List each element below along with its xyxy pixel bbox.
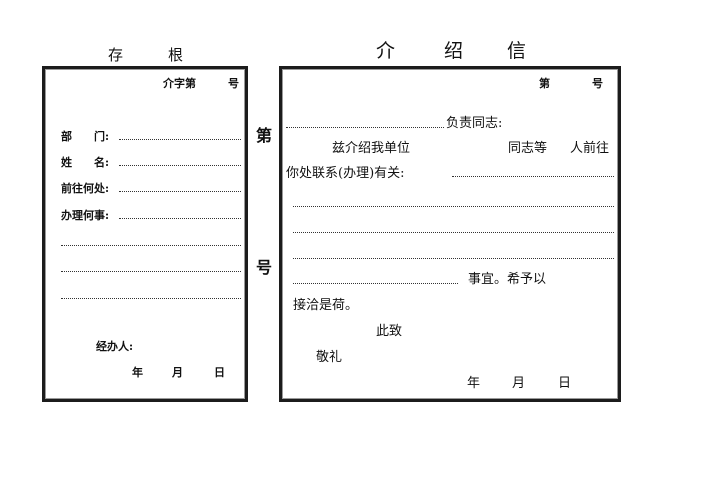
stub-date-day: 日 xyxy=(214,366,225,379)
letter-title-char-3: 信 xyxy=(507,40,527,62)
stub-name-field[interactable] xyxy=(119,165,241,166)
stub-destination-field[interactable] xyxy=(119,191,241,192)
letter-contact-text: 你处联系(办理)有关: xyxy=(286,166,405,181)
stub-dept-label-b: 门: xyxy=(94,130,110,143)
stub-dept-field[interactable] xyxy=(119,139,241,140)
stub-purpose-label: 办理何事: xyxy=(61,209,110,222)
letter-people-label: 人前往 xyxy=(570,141,610,156)
letter-matter-line-2[interactable] xyxy=(293,206,614,207)
stub-name-label-b: 名: xyxy=(94,156,110,169)
seam-number-suffix: 号 xyxy=(256,258,273,277)
stub-number-suffix: 号 xyxy=(228,77,239,90)
stub-destination-label: 前往何处: xyxy=(61,182,110,195)
letter-number-prefix: 第 xyxy=(539,77,550,90)
stub-title-char-2: 根 xyxy=(168,46,184,64)
letter-date-month: 月 xyxy=(512,376,526,391)
stub-purpose-field[interactable] xyxy=(119,218,241,219)
letter-closing-request: 接洽是荷。 xyxy=(293,298,359,313)
letter-closing-salutation-2: 敬礼 xyxy=(316,350,343,365)
stub-box xyxy=(42,66,248,402)
letter-comrades-label: 同志等 xyxy=(508,141,548,156)
letter-box xyxy=(279,66,621,402)
letter-matter-line-3[interactable] xyxy=(293,232,614,233)
stub-number-label: 介字第 xyxy=(163,77,196,90)
stub-date-year: 年 xyxy=(132,366,143,379)
stub-title-char-1: 存 xyxy=(108,46,124,64)
letter-recipient-field[interactable] xyxy=(286,127,444,128)
stub-purpose-line-4[interactable] xyxy=(61,298,241,299)
seam-number-prefix: 第 xyxy=(256,126,273,145)
letter-date-year: 年 xyxy=(467,376,481,391)
stub-purpose-line-2[interactable] xyxy=(61,245,241,246)
letter-intro-text: 兹介绍我单位 xyxy=(332,141,411,156)
stub-handler-label: 经办人: xyxy=(96,340,134,353)
letter-title-char-2: 绍 xyxy=(444,40,464,62)
stub-date-month: 月 xyxy=(172,366,183,379)
letter-matter-line-5[interactable] xyxy=(293,283,458,284)
letter-closing-salutation-1: 此致 xyxy=(376,324,403,339)
letter-number-suffix: 号 xyxy=(592,77,603,90)
letter-date-day: 日 xyxy=(558,376,572,391)
stub-name-label-a: 姓 xyxy=(61,156,72,169)
letter-recipient-suffix: 负责同志: xyxy=(446,116,503,131)
letter-matter-line-4[interactable] xyxy=(293,258,614,259)
letter-title-char-1: 介 xyxy=(376,40,396,62)
stub-purpose-line-3[interactable] xyxy=(61,271,241,272)
letter-matter-field[interactable] xyxy=(452,176,614,177)
letter-matter-suffix: 事宜。希予以 xyxy=(468,272,547,287)
stub-dept-label-a: 部 xyxy=(61,130,72,143)
